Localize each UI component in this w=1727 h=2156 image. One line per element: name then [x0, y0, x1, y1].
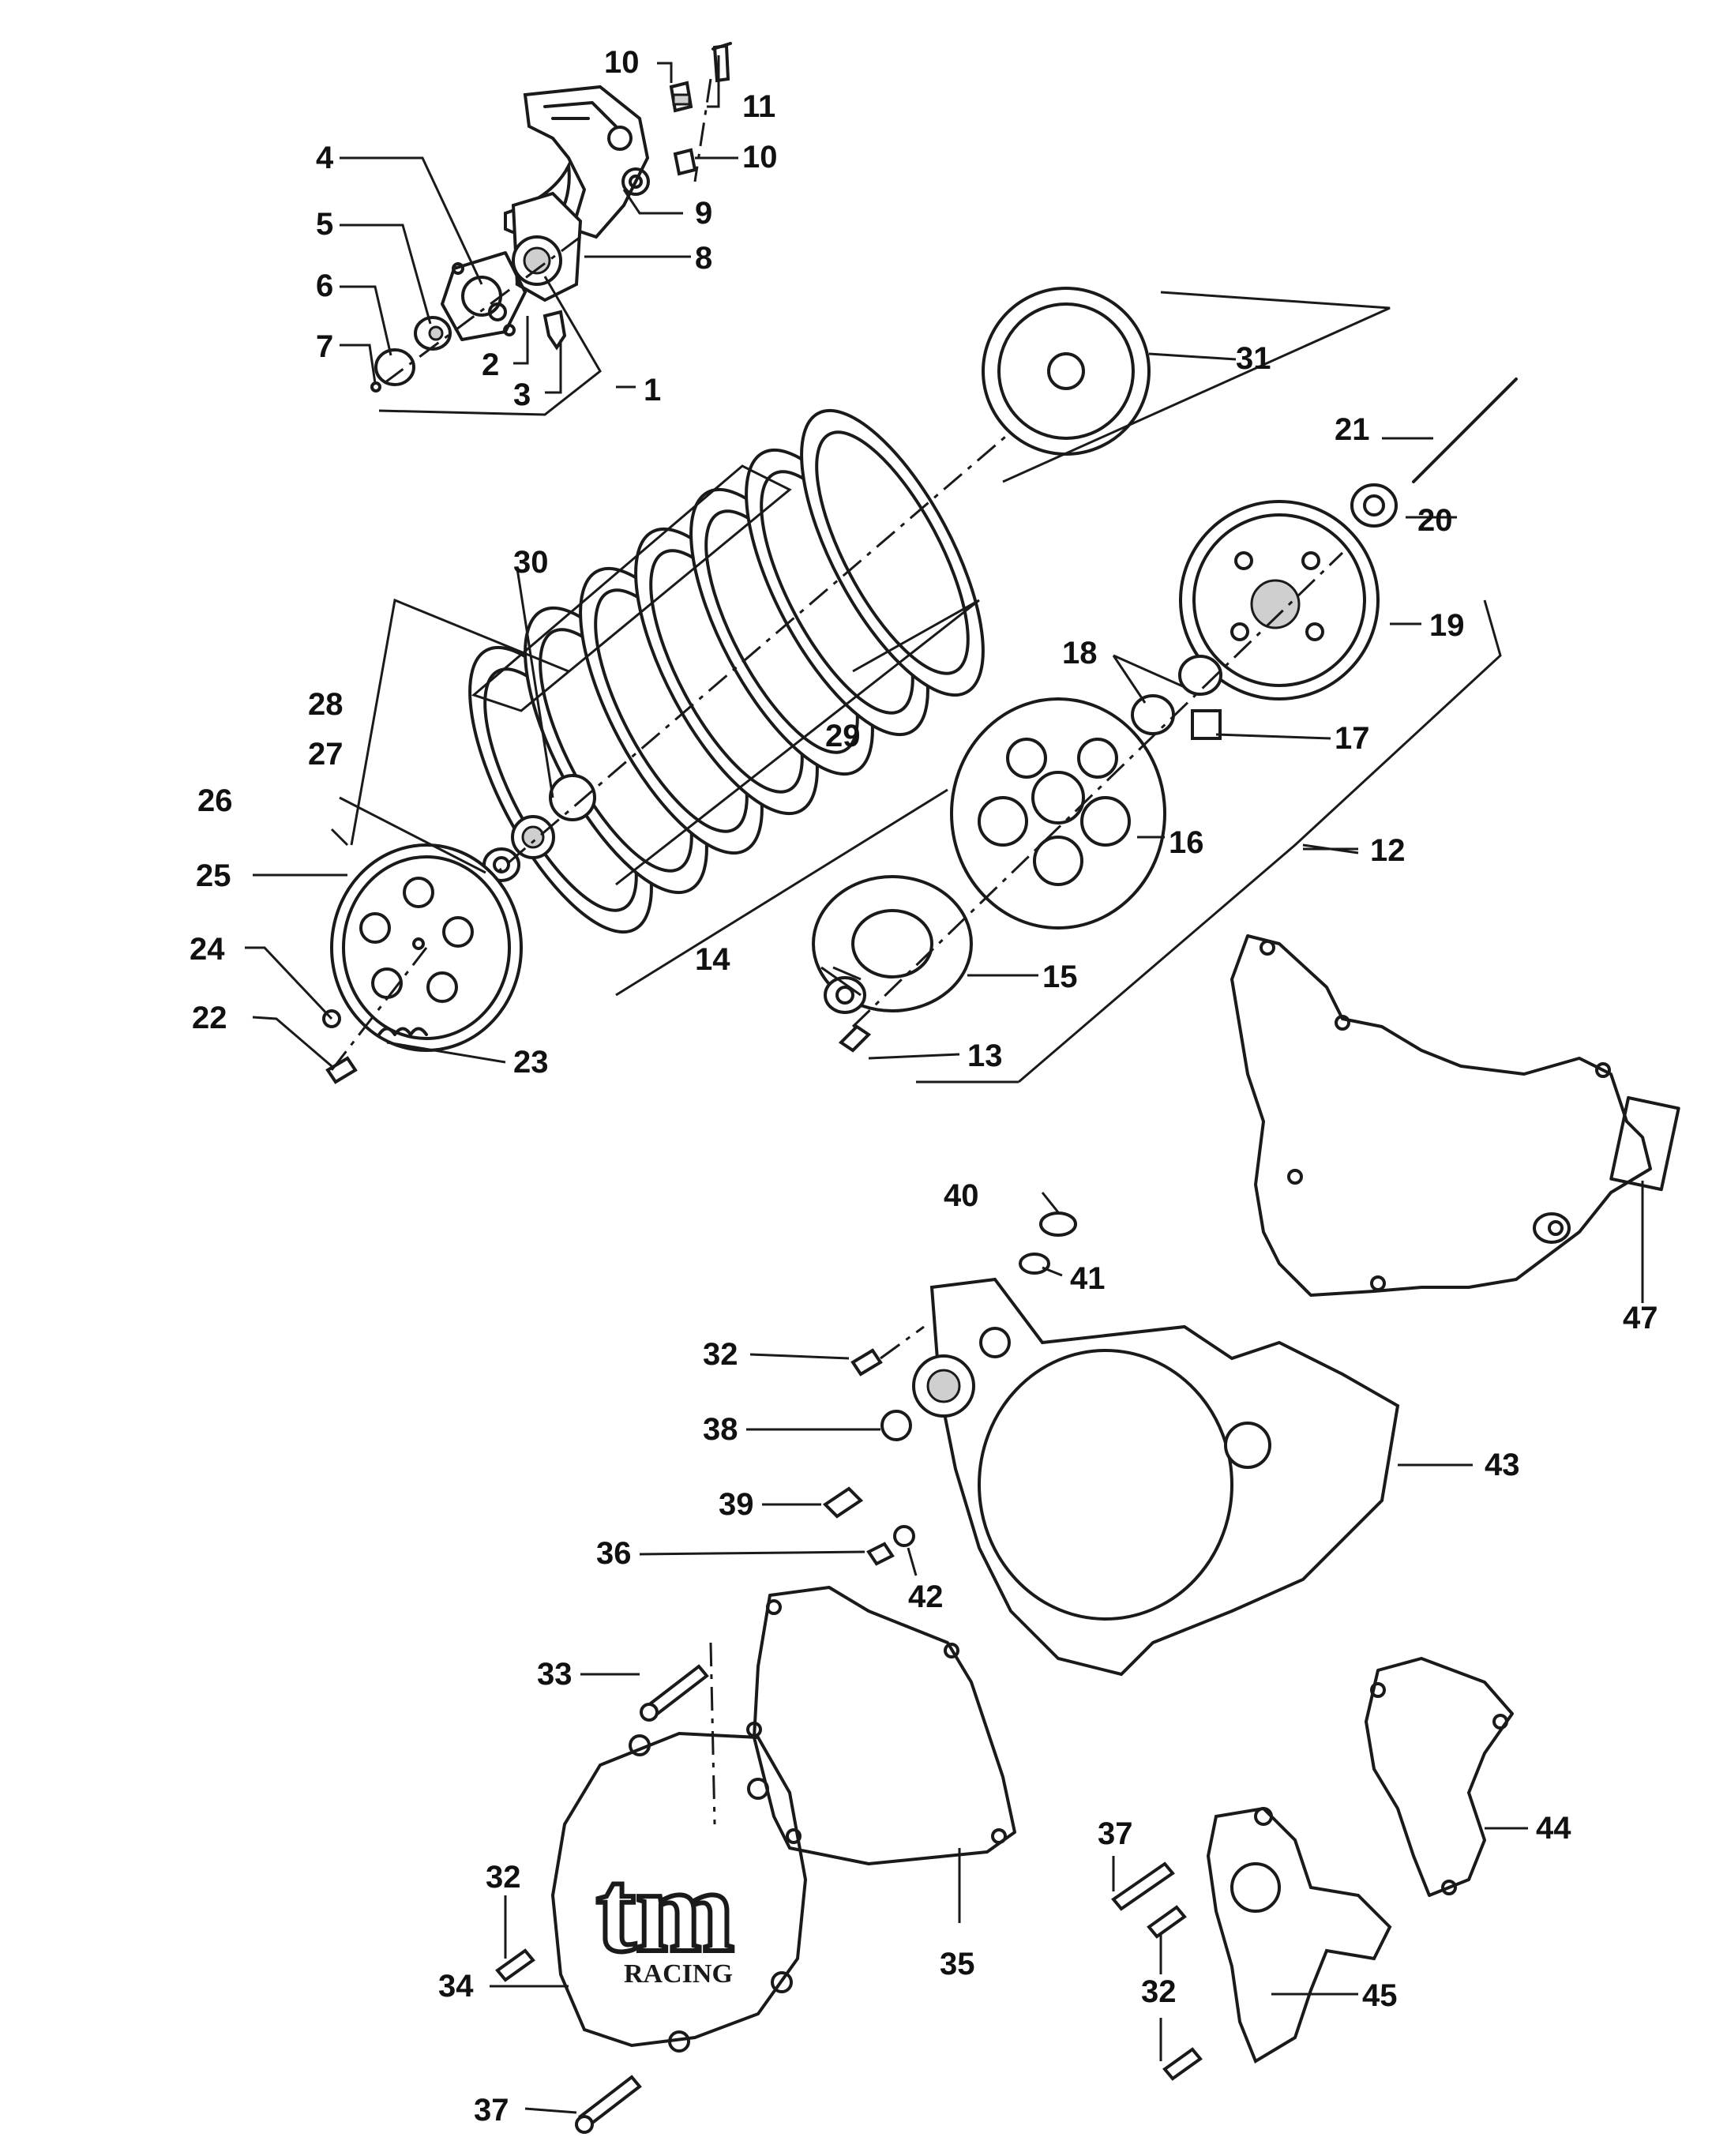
label-21: 21 [1335, 412, 1370, 447]
clutch-basket-group [615, 287, 1518, 1084]
label-7: 7 [316, 329, 333, 364]
pressure-plate [322, 843, 523, 1084]
label-19: 19 [1429, 608, 1465, 643]
label-37-bottom: 37 [474, 2093, 509, 2128]
water-pump-gasket-44 [1365, 1657, 1514, 1897]
label-26: 26 [197, 783, 233, 818]
label-6: 6 [316, 269, 333, 303]
label-45: 45 [1362, 1978, 1398, 2013]
label-5: 5 [316, 207, 333, 242]
label-31: 31 [1236, 341, 1271, 376]
label-29: 29 [825, 719, 861, 753]
label-23: 23 [513, 1045, 549, 1080]
label-39: 39 [719, 1487, 754, 1522]
label-40: 40 [944, 1178, 979, 1213]
label-13: 13 [967, 1039, 1003, 1073]
label-33: 33 [537, 1657, 573, 1692]
cover-bolts [495, 1642, 716, 2134]
label-44: 44 [1536, 1811, 1571, 1846]
label-32-cover: 32 [703, 1337, 738, 1372]
label-37-pump: 37 [1098, 1816, 1133, 1851]
cover-gasket-47 [1230, 934, 1680, 1297]
label-20: 20 [1417, 503, 1453, 538]
label-32-left: 32 [486, 1860, 521, 1895]
crankcase-cover [822, 1211, 1400, 1677]
label-42: 42 [908, 1579, 944, 1614]
tm-logo-text: tm [596, 1846, 734, 1977]
part-number-labels: 10 11 10 4 9 8 5 6 7 2 3 1 31 21 20 30 1… [190, 45, 1658, 2128]
label-36: 36 [596, 1536, 632, 1571]
label-41: 41 [1070, 1261, 1106, 1296]
label-15: 15 [1042, 960, 1078, 994]
label-38: 38 [703, 1412, 738, 1447]
label-47: 47 [1623, 1301, 1658, 1335]
label-1: 1 [644, 373, 661, 408]
label-35: 35 [940, 1947, 975, 1981]
label-16: 16 [1169, 825, 1204, 860]
label-2: 2 [482, 347, 499, 382]
label-27: 27 [308, 737, 344, 772]
label-43: 43 [1485, 1448, 1520, 1482]
clutch-plate-stack [468, 408, 1027, 934]
label-12: 12 [1370, 833, 1406, 868]
label-24: 24 [190, 932, 225, 967]
label-22: 22 [192, 1001, 227, 1035]
ignition-cover-34: tm RACING [550, 1731, 808, 2053]
label-18: 18 [1062, 636, 1098, 670]
racing-logo-text: RACING [624, 1959, 733, 1989]
label-14: 14 [695, 942, 730, 977]
ignition-cover-gasket-35 [746, 1586, 1016, 1865]
label-11: 11 [742, 89, 775, 124]
label-3: 3 [513, 377, 531, 412]
leader-lines [245, 55, 1644, 2114]
water-pump-cover-45 [1111, 1806, 1392, 2081]
clutch-release-assembly [370, 42, 732, 393]
label-25: 25 [196, 858, 231, 893]
label-9: 9 [695, 196, 712, 231]
label-10-top: 10 [604, 45, 640, 80]
label-10-mid: 10 [742, 140, 778, 175]
label-34: 34 [438, 1969, 474, 2004]
label-32-pump: 32 [1141, 1974, 1177, 2009]
label-28: 28 [308, 687, 344, 722]
label-4: 4 [316, 141, 334, 175]
label-17: 17 [1335, 721, 1370, 756]
label-30: 30 [513, 545, 549, 580]
label-8: 8 [695, 241, 712, 276]
